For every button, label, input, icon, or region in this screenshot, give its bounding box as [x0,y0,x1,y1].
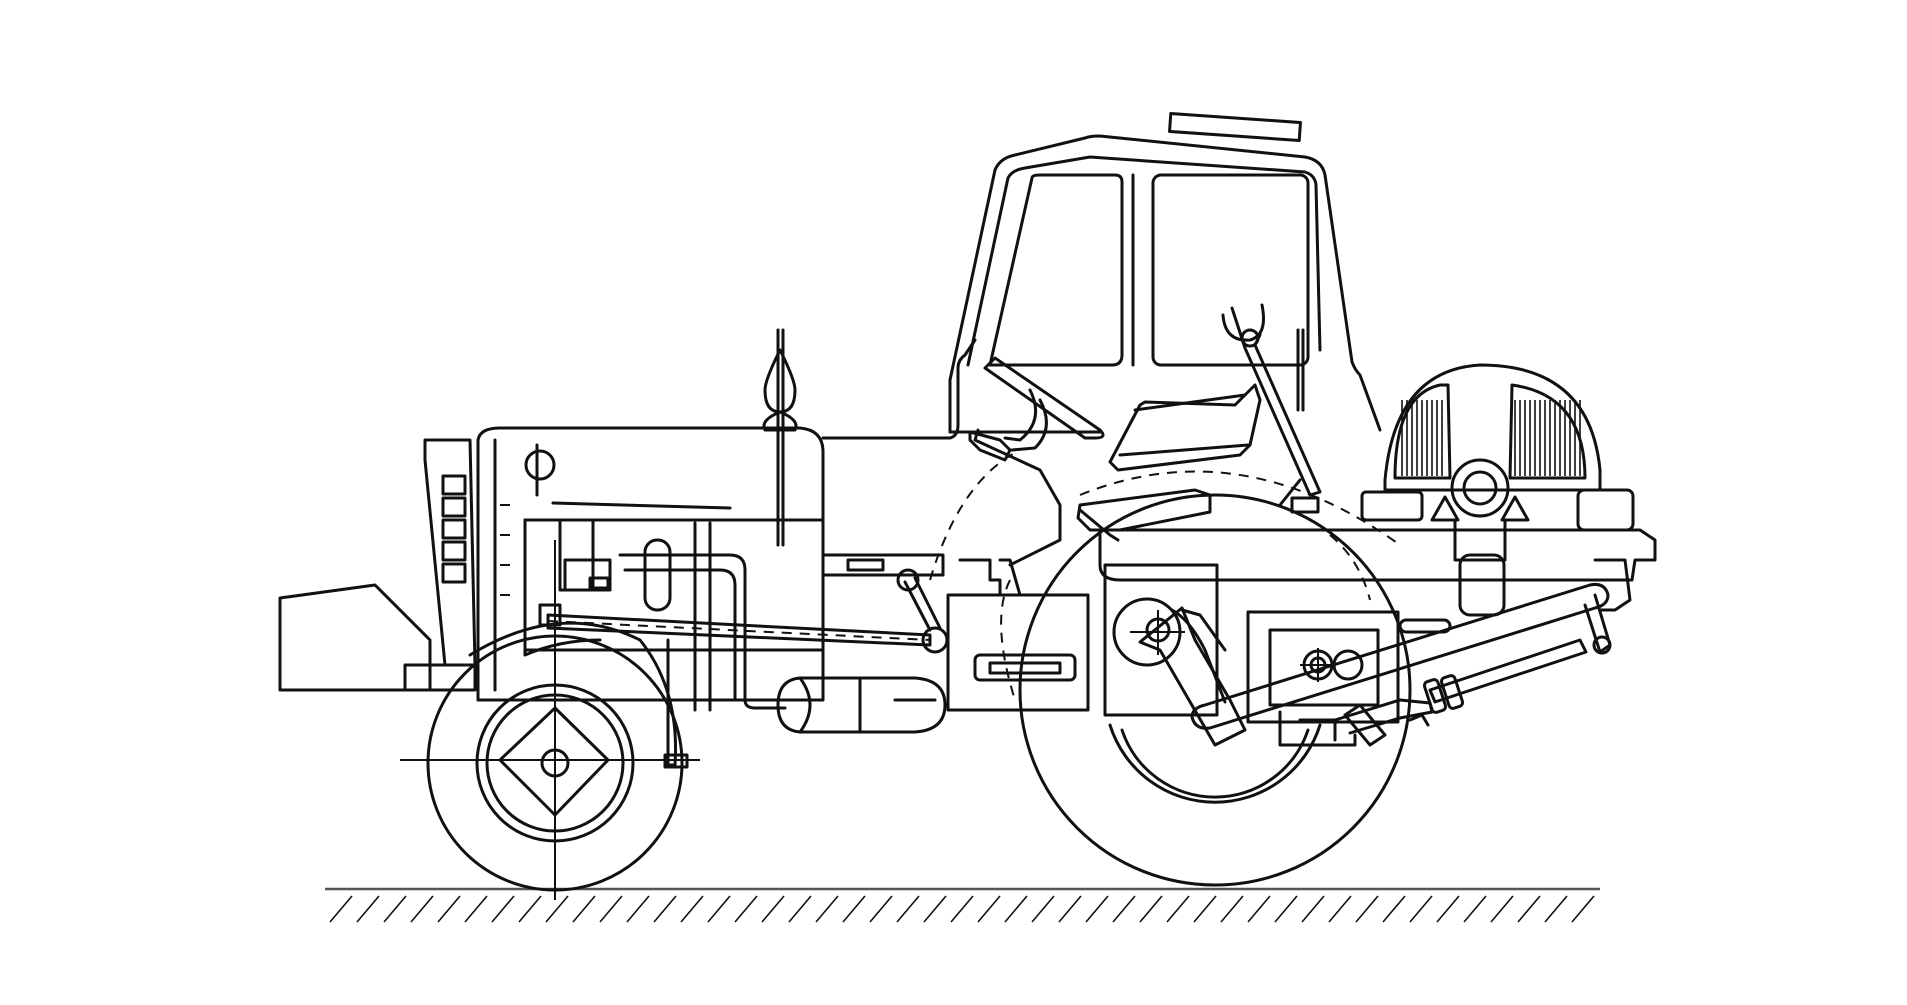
ground-hatch-stroke [680,895,704,923]
front-roller [400,540,700,900]
ground-hatch-stroke [1571,895,1595,923]
ground-hatch-stroke [1328,895,1352,923]
fuel-tank [776,676,947,734]
ground-hatch-stroke [1220,895,1244,923]
ground-hatch-stroke [626,895,650,923]
ground-hatch-stroke [1139,895,1163,923]
ground-hatch-stroke [1193,895,1217,923]
cab-rear-window [1151,173,1310,367]
ground-hatch-stroke [842,895,866,923]
ground-hatch-stroke [1085,895,1109,923]
ground-hatch-stroke [1355,895,1379,923]
ground-hatch-stroke [950,895,974,923]
ground-hatch-stroke [599,895,623,923]
ground-hatch-stroke [464,895,488,923]
ground-hatch-stroke [1166,895,1190,923]
ground-hatch-stroke [545,895,569,923]
operator-cab [948,111,1382,434]
ground-hatch-stroke [410,895,434,923]
turning-arc [1000,579,1016,701]
grille-left-slats [1401,400,1443,476]
ground-hatch-stroke [788,895,812,923]
ground-hatch-stroke [356,895,380,923]
ground-hatch-stroke [977,895,1001,923]
ground-hatch-stroke [1544,895,1568,923]
engine-hood [476,426,825,712]
steering-wheel [968,356,1105,462]
ground-hatch-stroke [491,895,515,923]
fender-grille-right [1508,383,1587,480]
hydraulic-cylinder [1190,583,1612,747]
ground-hatch-stroke [1031,895,1055,923]
ground-hatch-stroke [1004,895,1028,923]
ground-hatch-stroke [761,895,785,923]
ground-hatch-stroke [572,895,596,923]
rear-frame [1098,528,1657,747]
ground-hatch-stroke [383,895,407,923]
ground-hatch-stroke [1463,895,1487,923]
drum-hub [1450,458,1510,518]
ground-hatch-stroke [518,895,542,923]
ground-hatch-stroke [923,895,947,923]
ground-hatch-stroke [653,895,677,923]
articulation-arc [1079,470,1401,546]
grille-right-slats [1514,400,1581,476]
ground-hatch-stroke [1058,895,1082,923]
ground-hatch-stroke [1436,895,1460,923]
ground-hatch-stroke [707,895,731,923]
main-drum [1018,493,1412,887]
ground-hatch-stroke [1382,895,1406,923]
front-counterweight [278,583,477,692]
ground [325,887,1600,923]
operator-seat [1076,383,1262,542]
rear-drum-fender [1360,363,1635,617]
ground-hatch-stroke [1409,895,1433,923]
ground-hatch-stroke [329,895,353,923]
radiator-grille [423,438,477,667]
cab-roof-beacon [1168,111,1302,143]
ground-hatch-stroke [815,895,839,923]
chassis-frame [821,338,1090,712]
ground-hatch-stroke [437,895,461,923]
exhaust-stack [762,328,798,547]
ground-hatch-stroke [1274,895,1298,923]
ground-hatch-stroke [1517,895,1541,923]
ground-hatching [329,895,1595,923]
ground-hatch-stroke [1301,895,1325,923]
ground-hatch-stroke [896,895,920,923]
ground-hatch-stroke [1247,895,1271,923]
ground-hatch-stroke [1490,895,1514,923]
ground-hatch-stroke [1112,895,1136,923]
control-levers [1221,303,1322,514]
cab-front-window [988,173,1124,367]
ground-hatch-stroke [734,895,758,923]
ground-hatch-stroke [869,895,893,923]
